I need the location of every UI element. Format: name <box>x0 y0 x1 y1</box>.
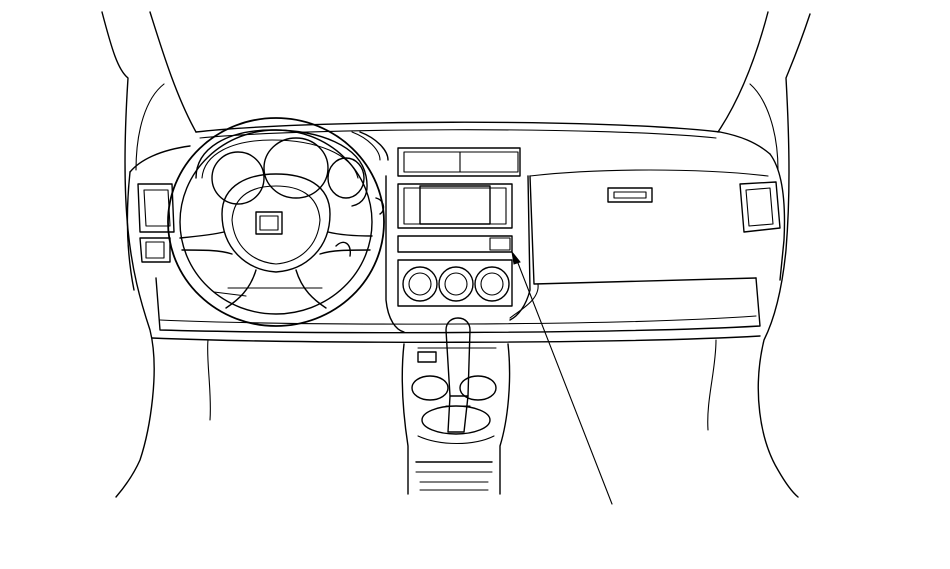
dashboard <box>126 121 786 343</box>
left-a-pillar <box>101 11 211 498</box>
glove-box <box>607 187 653 203</box>
climate-control-knobs <box>397 259 513 307</box>
right-air-vent <box>739 181 781 233</box>
gear-shifter <box>445 317 471 433</box>
leader-line <box>511 250 613 505</box>
instrument-cluster <box>195 129 389 207</box>
right-a-pillar <box>707 11 811 498</box>
center-console <box>401 343 511 495</box>
center-stack <box>385 147 531 333</box>
left-air-vent <box>137 183 175 263</box>
steering-wheel <box>167 117 385 327</box>
center-display <box>397 183 513 253</box>
